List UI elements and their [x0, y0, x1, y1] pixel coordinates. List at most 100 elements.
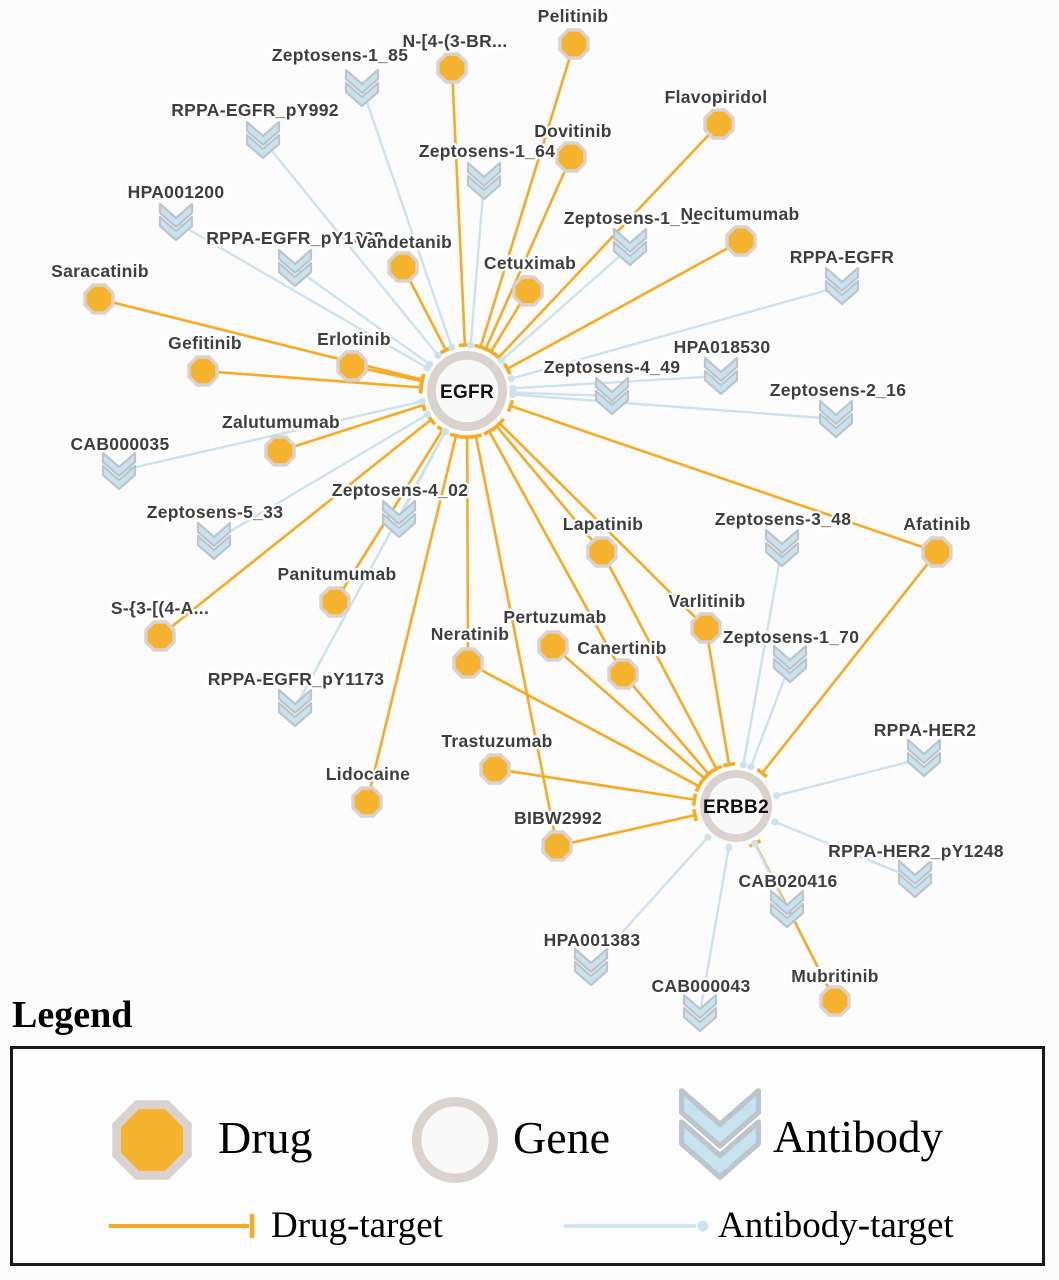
- node-rppa-egfr-py1173: [277, 688, 313, 728]
- node-label-saracatinib: Saracatinib: [51, 261, 149, 281]
- edge-varlitinib-egfr: [494, 417, 707, 629]
- legend-box: Drug Gene Antibody Drug-target Antibody-…: [10, 1046, 1045, 1266]
- node-label-mubritinib: Mubritinib: [791, 966, 879, 986]
- node-label-lapatinib: Lapatinib: [563, 514, 643, 534]
- target-dot-icon: [697, 1220, 709, 1232]
- target-dot-icon: [507, 375, 515, 383]
- node-pertuzumab: [537, 630, 569, 662]
- target-dot-icon: [423, 410, 431, 419]
- node-flavopiridol: [703, 108, 735, 140]
- legend-drug-label: Drug: [218, 1112, 313, 1163]
- node-label-panitumumab: Panitumumab: [277, 564, 396, 584]
- edge-hpa001383-erbb2: [590, 833, 712, 968]
- node-label-rppa-egfr: RPPA-EGFR: [790, 247, 895, 267]
- edge-rppa-her2-py1248-erbb2: [771, 818, 916, 881]
- node-zeptosens-2-16: [818, 399, 854, 439]
- node-label-zeptosens-4-02: Zeptosens-4_02: [332, 480, 468, 500]
- edge-rppa-egfr-egfr: [507, 284, 843, 383]
- node-label-s-3-4-a: S-{3-[(4-A...: [111, 598, 209, 618]
- inhibit-tee-icon: [449, 432, 463, 439]
- target-dot-icon: [434, 351, 442, 359]
- edge-trastuzumab-erbb2: [494, 767, 698, 806]
- node-erbb2: [700, 770, 772, 842]
- target-dot-icon: [467, 341, 475, 349]
- edge-cab000043-erbb2: [698, 843, 733, 1014]
- edge-necitumumab-egfr: [502, 239, 742, 376]
- node-label-rppa-egfr-py992: RPPA-EGFR_pY992: [171, 100, 339, 120]
- node-cab000043: [682, 993, 718, 1033]
- label-layer: Zeptosens-1_85RPPA-EGFR_pY992Zeptosens-1…: [49, 4, 1006, 999]
- node-gefitinib: [187, 355, 219, 387]
- node-vandetanib: [387, 251, 419, 283]
- node-mubritinib: [819, 985, 851, 1017]
- node-label-zeptosens-3-48: Zeptosens-3_48: [715, 509, 851, 529]
- node-cetuximab: [512, 275, 544, 307]
- node-lapatinib: [586, 536, 618, 568]
- edge-lidocaine-egfr: [365, 432, 463, 803]
- target-dot-icon: [441, 427, 449, 435]
- node-label-rppa-her2: RPPA-HER2: [874, 720, 977, 740]
- node-panitumumab: [319, 586, 351, 618]
- target-dot-icon: [509, 390, 517, 399]
- node-label-lidocaine: Lidocaine: [326, 764, 410, 784]
- edge-bibw2992-erbb2: [556, 808, 699, 848]
- inhibit-tee-icon: [691, 793, 698, 806]
- edge-zeptosens-2-16-egfr: [509, 390, 837, 421]
- legend-title: Legend: [12, 994, 133, 1036]
- node-label-afatinib: Afatinib: [903, 514, 971, 534]
- node-rppa-egfr: [824, 266, 860, 306]
- edge-rppa-egfr-py992-egfr: [262, 139, 442, 359]
- legend-drug-target-label: Drug-target: [271, 1205, 443, 1246]
- node-erlotinib: [336, 350, 368, 382]
- edge-afatinib-erbb2: [756, 551, 939, 779]
- node-label-hpa001200: HPA001200: [128, 182, 225, 202]
- node-zeptosens-4-02: [381, 499, 417, 539]
- node-rppa-egfr-py992: [245, 120, 281, 160]
- network-graph: Zeptosens-1_85RPPA-EGFR_pY992Zeptosens-1…: [49, 4, 1006, 1033]
- node-zeptosens-1-51: [612, 227, 648, 267]
- node-neratinib: [452, 647, 484, 679]
- node-label-zalutumumab: Zalutumumab: [222, 412, 340, 432]
- node-label-zeptosens-4-49: Zeptosens-4_49: [544, 357, 680, 377]
- legend-gene-label: Gene: [513, 1112, 611, 1163]
- node-label-zeptosens-5-33: Zeptosens-5_33: [147, 502, 283, 522]
- edge-cab020416-erbb2: [751, 840, 789, 910]
- inhibit-tee-icon: [702, 768, 715, 780]
- target-dot-icon: [751, 840, 759, 848]
- inhibit-tee-icon: [494, 417, 506, 429]
- edge-rppa-egfr-py1068-egfr: [294, 267, 434, 368]
- node-label-gefitinib: Gefitinib: [168, 333, 242, 353]
- edge-rppa-her2-erbb2: [773, 756, 925, 800]
- target-dot-icon: [725, 843, 733, 852]
- node-label-rppa-her2-py1248: RPPA-HER2_pY1248: [828, 841, 1004, 861]
- node-afatinib: [921, 536, 953, 568]
- edge-zeptosens-4-02-egfr: [397, 428, 449, 520]
- target-dot-icon: [448, 343, 456, 352]
- node-label-n-4-3-br: N-[4-(3-BR...: [402, 31, 507, 51]
- target-dot-icon: [773, 792, 781, 800]
- node-egfr: [427, 351, 507, 431]
- inhibit-tee-icon: [469, 433, 483, 440]
- target-dot-icon: [747, 763, 755, 771]
- node-zeptosens-4-49: [594, 376, 630, 416]
- inhibit-tee-icon: [502, 362, 512, 376]
- node-hpa001200: [158, 202, 194, 242]
- node-s-3-4-a: [144, 620, 176, 652]
- edge-zeptosens-1-51-egfr: [497, 246, 631, 365]
- node-label-dovitinib: Dovitinib: [534, 121, 612, 141]
- node-hpa001383: [573, 947, 609, 987]
- inhibit-tee-icon: [722, 761, 736, 768]
- node-cab020416: [769, 889, 805, 929]
- target-dot-icon: [426, 360, 434, 368]
- node-label-pelitinib: Pelitinib: [538, 6, 609, 26]
- node-rppa-her2-py1248: [897, 859, 933, 899]
- target-dot-icon: [418, 397, 426, 405]
- node-label-cab000035: CAB000035: [70, 434, 169, 454]
- node-bibw2992: [541, 830, 573, 862]
- edge-zeptosens-3-48-erbb2: [739, 547, 784, 769]
- node-label-bibw2992: BIBW2992: [514, 808, 602, 828]
- edge-canertinib-erbb2: [622, 673, 715, 780]
- node-label-pertuzumab: Pertuzumab: [503, 607, 606, 627]
- edge-rppa-egfr-py1173-egfr: [293, 427, 449, 709]
